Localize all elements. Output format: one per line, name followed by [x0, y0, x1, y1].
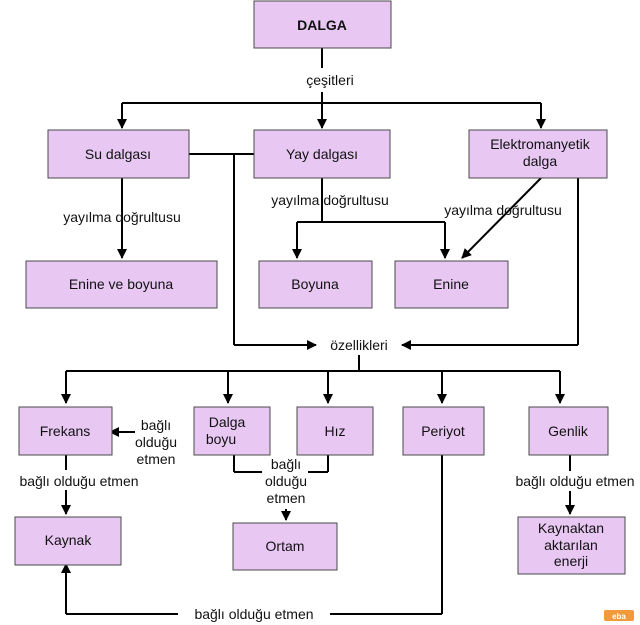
label-ozellikleri: özellikleri	[330, 337, 388, 353]
node-ortam-box	[232, 522, 338, 571]
label-bagli-frekans-line1: bağlı	[141, 417, 171, 433]
node-periyot-box	[402, 406, 485, 456]
connectors	[61, 48, 579, 615]
node-yay-dalgasi: Yay dalgası	[253, 129, 391, 179]
label-bagli-periyot: bağlı olduğu etmen	[194, 606, 313, 622]
eba-logo-text: eba	[612, 612, 626, 621]
node-hiz-box	[296, 406, 374, 456]
node-enine-box	[394, 260, 509, 309]
node-hiz-label: Hız	[325, 423, 346, 439]
node-elektromanyetik-label-line2: dalga	[523, 153, 557, 169]
label-bagli-kaynak: bağlı olduğu etmen	[19, 473, 138, 489]
label-yayilma-em: yayılma doğrultusu	[444, 202, 562, 218]
node-enerji-label-line3: enerji	[554, 553, 588, 569]
node-kaynak-label: Kaynak	[45, 532, 93, 548]
edge-labels: çeşitleri yayılma doğrultusu yayılma doğ…	[19, 72, 634, 622]
node-dalga-label: DALGA	[297, 17, 347, 33]
node-enerji-label-line2: aktarılan	[544, 537, 598, 553]
node-enine-ve-boyuna-label: Enine ve boyuna	[69, 276, 174, 292]
node-boyuna: Boyuna	[258, 260, 373, 309]
node-enerji-label-line1: Kaynaktan	[538, 520, 604, 536]
node-dalga-boyu-label-line2: boyu	[206, 431, 236, 447]
label-cesitleri: çeşitleri	[306, 72, 353, 88]
node-genlik: Genlik	[528, 406, 609, 456]
node-su-dalgasi-box	[47, 129, 190, 179]
node-genlik-label: Genlik	[548, 423, 589, 439]
node-kaynak-box	[14, 516, 122, 566]
label-bagli-genlik: bağlı olduğu etmen	[515, 473, 634, 489]
eba-logo: eba	[604, 610, 634, 621]
node-frekans-box	[18, 406, 113, 456]
node-frekans-label: Frekans	[40, 423, 91, 439]
label-bagli-frekans-line2: olduğu	[135, 434, 177, 450]
node-dalga-box	[253, 0, 392, 49]
label-bagli-ortam-line1: bağlı	[271, 456, 301, 472]
node-elektromanyetik-label-line1: Elektromanyetik	[490, 136, 591, 152]
node-elektromanyetik-box	[468, 129, 608, 179]
label-yayilma-su: yayılma doğrultusu	[63, 209, 181, 225]
node-kaynak: Kaynak	[14, 516, 122, 566]
eba-logo-background	[604, 610, 634, 621]
node-yay-dalgasi-label: Yay dalgası	[286, 146, 358, 162]
node-dalga: DALGA	[253, 0, 392, 49]
node-elektromanyetik: Elektromanyetik dalga	[468, 129, 608, 179]
node-dalga-boyu-box	[193, 406, 271, 456]
node-boyuna-box	[258, 260, 373, 309]
node-periyot-label: Periyot	[421, 423, 465, 439]
node-yay-dalgasi-box	[253, 129, 391, 179]
node-enine-ve-boyuna-box	[25, 260, 218, 309]
node-frekans: Frekans	[18, 406, 113, 456]
node-su-dalgasi: Su dalgası	[47, 129, 190, 179]
node-enerji: Kaynaktan aktarılan enerji	[517, 516, 626, 575]
node-dalga-boyu-label-line1: Dalga	[209, 414, 246, 430]
node-boyuna-label: Boyuna	[291, 276, 339, 292]
label-bagli-ortam-line2: olduğu	[265, 473, 307, 489]
node-hiz: Hız	[296, 406, 374, 456]
connector-em-to-enine	[461, 177, 542, 259]
node-enerji-box	[517, 516, 626, 575]
node-ortam: Ortam	[232, 522, 338, 571]
node-enine-ve-boyuna: Enine ve boyuna	[25, 260, 218, 309]
node-enine-label: Enine	[433, 276, 469, 292]
node-ortam-label: Ortam	[266, 538, 305, 554]
node-enine: Enine	[394, 260, 509, 309]
label-bagli-frekans-line3: etmen	[137, 451, 176, 467]
node-dalga-boyu: Dalga boyu	[193, 406, 271, 456]
node-su-dalgasi-label: Su dalgası	[85, 146, 151, 162]
label-bagli-ortam-line3: etmen	[267, 490, 306, 506]
node-periyot: Periyot	[402, 406, 485, 456]
label-yayilma-yay: yayılma doğrultusu	[271, 192, 389, 208]
node-genlik-box	[528, 406, 609, 456]
